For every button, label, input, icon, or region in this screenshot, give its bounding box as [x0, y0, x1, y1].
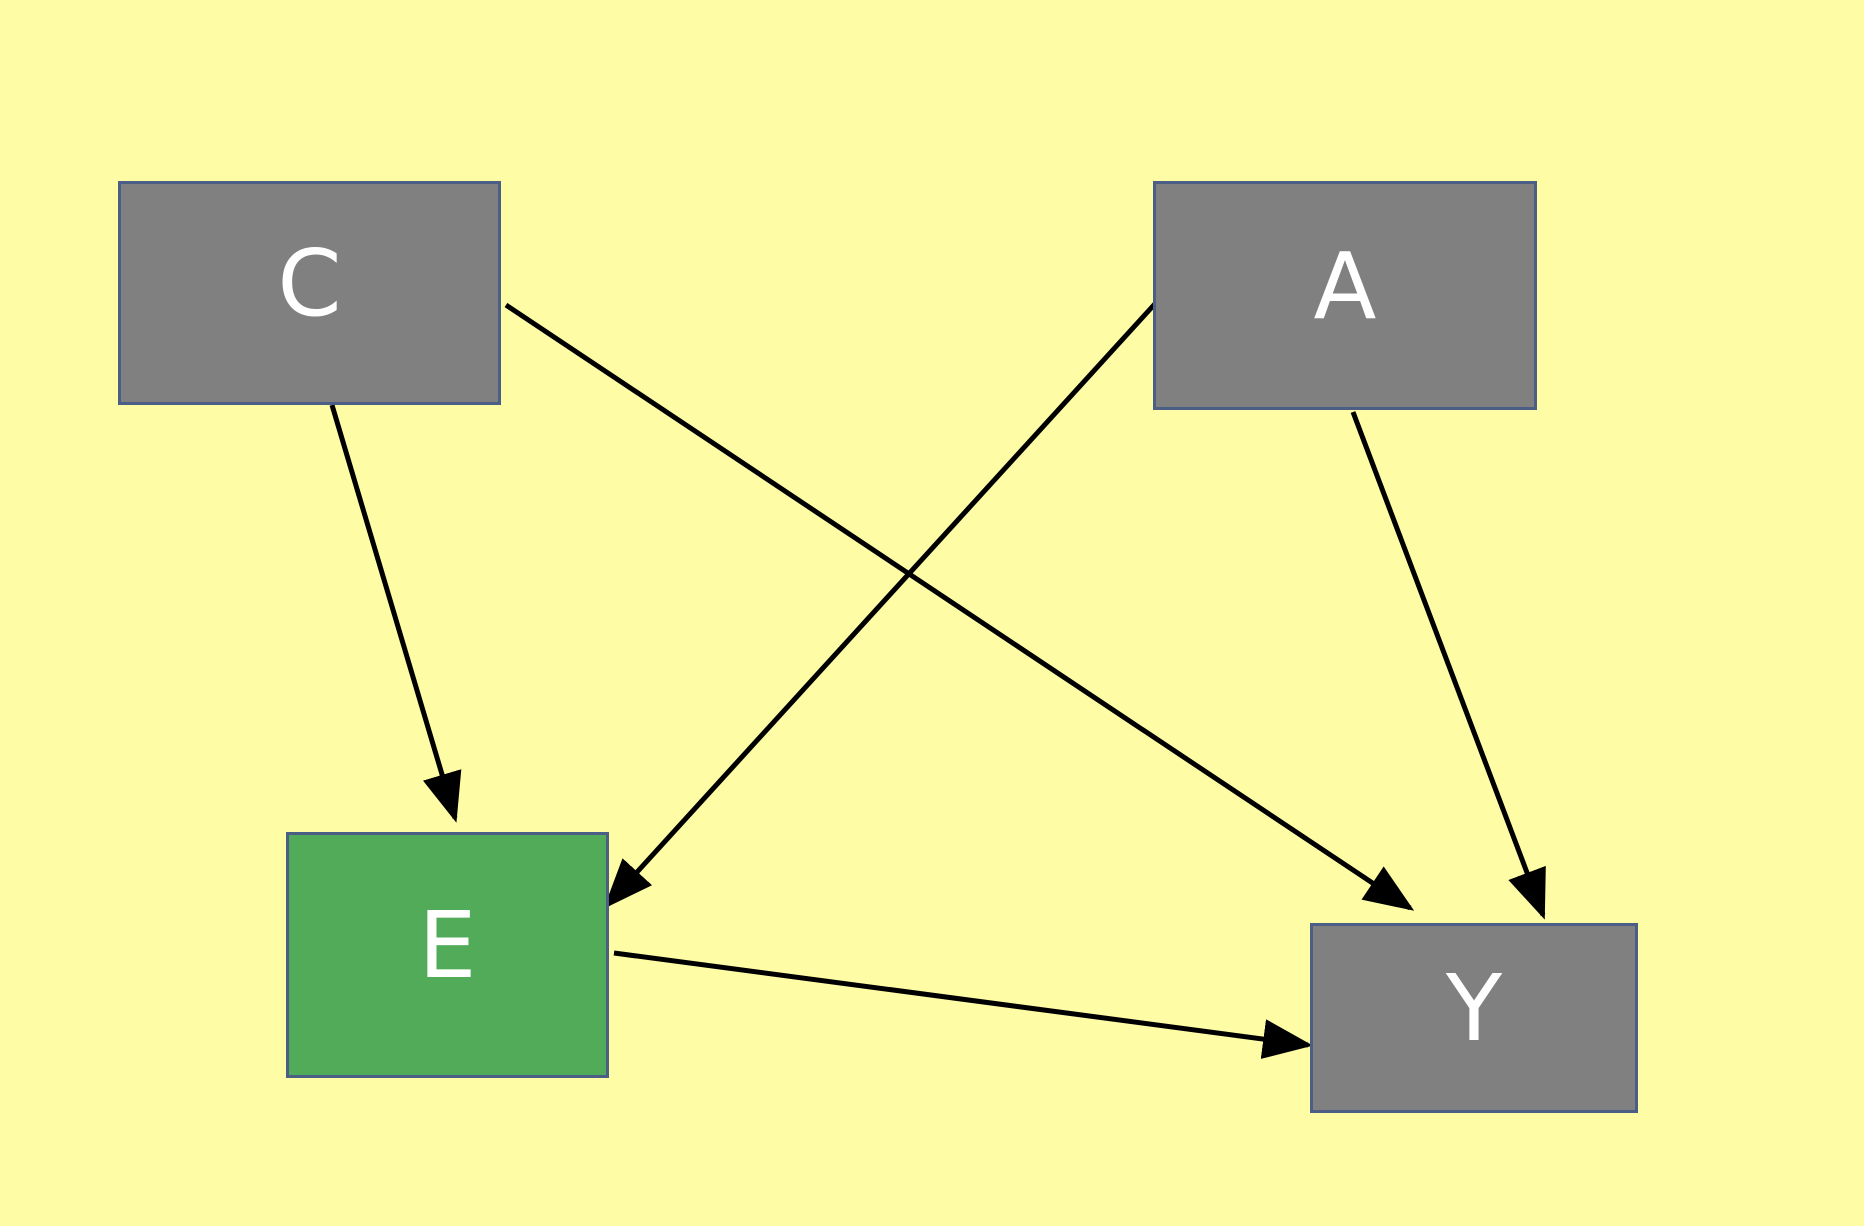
node-y: Y: [1310, 923, 1638, 1113]
edge-e-to-y: [613, 950, 1313, 1059]
node-y-label: Y: [1445, 955, 1503, 1062]
node-a: A: [1153, 181, 1537, 410]
node-a-label: A: [1313, 232, 1377, 340]
edge-c-to-e: [329, 404, 462, 823]
edge-a-to-e: [603, 293, 1165, 909]
edge-a-to-y: [1350, 411, 1546, 920]
node-c: C: [118, 181, 501, 405]
node-e: E: [286, 832, 609, 1078]
node-e-label: E: [418, 892, 477, 999]
node-c-label: C: [277, 230, 342, 337]
